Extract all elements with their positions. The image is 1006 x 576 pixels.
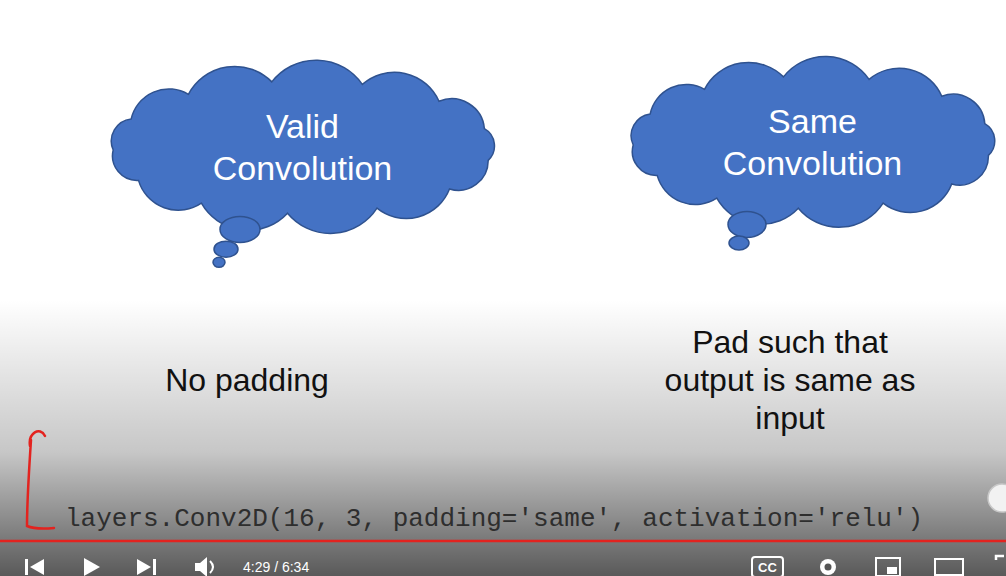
settings-hole (825, 564, 832, 571)
code-line: layers.Conv2D(16, 3, padding='same', act… (65, 504, 923, 534)
cloud-tail (728, 211, 766, 237)
cloud-tail (213, 257, 225, 267)
next-icon (137, 559, 151, 575)
volume-wave (210, 561, 213, 573)
settings-gear (820, 559, 836, 575)
cloud-shape (631, 56, 995, 227)
player-shade (0, 300, 1006, 576)
next-bar (153, 559, 156, 575)
cloud-outline (615, 60, 1006, 224)
cc-box (752, 557, 783, 576)
pen-bracket (27, 431, 54, 528)
cloud-text: Same Convolution (698, 100, 928, 184)
theater-icon (935, 559, 963, 575)
volume-icon (195, 557, 207, 576)
cloud-text: Valid Convolution (188, 105, 418, 189)
channel-logo (988, 484, 1006, 512)
cloud-tail (214, 241, 238, 257)
fullscreen-icon (996, 556, 1004, 560)
pen-strike (0, 540, 1006, 543)
cloud-bubble: Valid Convolution (95, 65, 510, 229)
slide-note: No padding (165, 362, 329, 399)
prev-icon (30, 559, 44, 575)
cloud-shape (111, 60, 494, 233)
cloud-bubble: Same Convolution (615, 60, 1006, 224)
cloud-tail (729, 236, 749, 250)
slide-note: Pad such that output is same as input (650, 323, 930, 437)
player-controls (25, 557, 836, 576)
miniplayer-inset (887, 567, 897, 574)
cloud-tail (220, 216, 260, 242)
prev-bar (25, 559, 28, 575)
cc-text: CC (758, 560, 777, 575)
cloud-outline (95, 65, 510, 229)
miniplayer-icon (876, 558, 900, 576)
video-time: 4:29 / 6:34 (243, 559, 309, 575)
play-icon (84, 558, 100, 576)
